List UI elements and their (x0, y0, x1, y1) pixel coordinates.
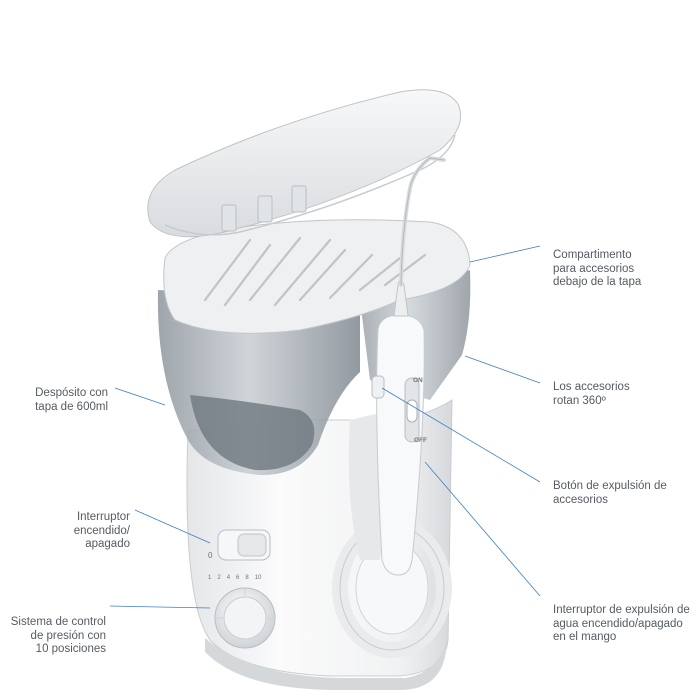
dial-scale: 1 2 4 6 8 10 (208, 575, 261, 581)
dial-scale-10: 10 (254, 575, 262, 581)
dial-scale-6: 6 (236, 575, 240, 581)
handle-switch-knob (406, 399, 418, 423)
reservoir-water (190, 395, 315, 471)
power-switch-mark: 0 (208, 551, 213, 560)
leader-handle-switch (424, 461, 541, 597)
dial-scale-4: 4 (226, 575, 231, 581)
lid (147, 89, 462, 238)
callout-eject-button: Botón de expulsión de accesorios (553, 480, 667, 506)
leader-lines (109, 245, 541, 609)
callout-reservoir: Despósito con tapa de 600ml (35, 387, 108, 413)
dial-scale-2: 2 (217, 575, 221, 581)
lid-hinges (221, 185, 307, 232)
eject-button (371, 375, 385, 399)
leader-power-switch (134, 509, 211, 544)
leader-eject-button (381, 387, 541, 483)
callout-handle-switch: Interruptor de expulsión de agua encendi… (553, 604, 690, 643)
dial-scale-8: 8 (245, 575, 249, 581)
handle-switch-off-text: OFF (414, 437, 427, 444)
callout-accessory-compartment: Compartimento para accesorios debajo de … (553, 249, 642, 288)
dial-scale-1: 1 (208, 575, 212, 581)
leader-rotate-360 (464, 355, 541, 384)
handle-switch-on-text: ON (413, 377, 423, 384)
leader-reservoir (114, 387, 166, 406)
leader-accessory-compartment (469, 245, 541, 263)
callout-pressure-control: Sistema de control de presión con 10 pos… (10, 616, 106, 655)
callout-power-switch: Interruptor encendido/ apagado (73, 511, 130, 550)
leader-pressure-control (109, 605, 211, 609)
base-rim (205, 638, 446, 690)
callout-rotate-360: Los accesorios rotan 360º (553, 381, 630, 407)
accessory-tips (203, 236, 427, 307)
